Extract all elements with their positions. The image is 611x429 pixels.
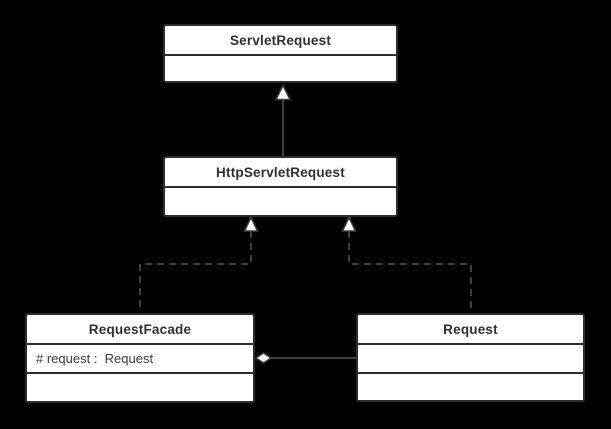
- methods-compartment: [358, 374, 583, 400]
- attributes-compartment: [358, 345, 583, 374]
- aggregation-edge: [254, 352, 357, 364]
- generalization-edge: [274, 83, 292, 157]
- realization-edge-right: [341, 215, 472, 312]
- hollow-diamond-icon: [254, 352, 273, 364]
- class-name: RequestFacade: [27, 315, 253, 345]
- hollow-triangle-arrowhead-icon: [243, 215, 259, 232]
- class-name: ServletRequest: [165, 26, 396, 56]
- class-node-request[interactable]: Request: [356, 313, 585, 402]
- class-node-requestfacade[interactable]: RequestFacade # request : Request: [25, 313, 255, 403]
- hollow-triangle-arrowhead-icon: [341, 215, 357, 232]
- attributes-compartment: [165, 56, 396, 81]
- methods-compartment: [27, 374, 253, 401]
- class-node-servletrequest[interactable]: ServletRequest: [163, 24, 398, 83]
- realization-edge-left: [139, 215, 259, 312]
- class-name: HttpServletRequest: [165, 158, 396, 188]
- attributes-compartment: [165, 188, 396, 215]
- attribute-row: # request : Request: [27, 345, 253, 374]
- class-name: Request: [358, 315, 583, 345]
- class-node-httpservletrequest[interactable]: HttpServletRequest: [163, 156, 398, 217]
- hollow-triangle-arrowhead-icon: [274, 83, 292, 101]
